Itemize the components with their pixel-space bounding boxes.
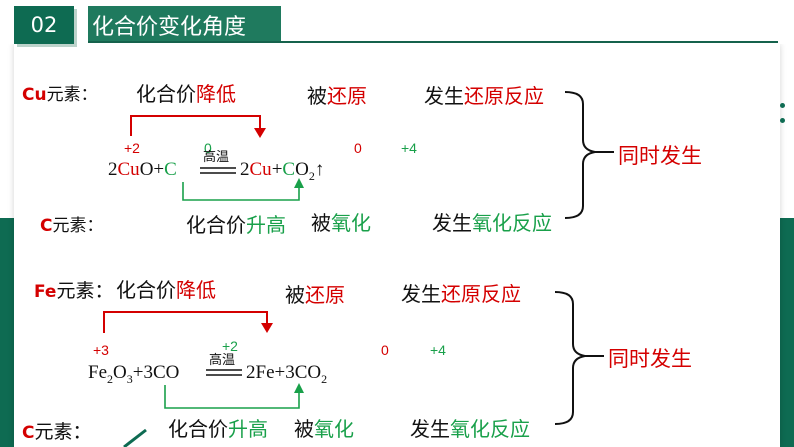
- ox-number-c2-before: +2: [222, 338, 238, 354]
- fe-reduced-text: 被还原: [285, 283, 345, 307]
- ox-number-fe-before: +3: [93, 342, 109, 358]
- simultaneous-label-1: 同时发生: [618, 144, 702, 168]
- c-oxidized-text: 被氧化: [311, 211, 371, 235]
- c-element-label: C元素：: [40, 216, 104, 236]
- chemical-equation-1-products: 2Cu+CO2↑: [240, 159, 325, 183]
- fe-valence-change: 化合价降低: [116, 278, 216, 302]
- c2-element-label: C元素：: [22, 421, 92, 443]
- simultaneous-label-2: 同时发生: [608, 347, 692, 371]
- cu-reaction-type: 发生还原反应: [424, 84, 544, 108]
- c-valence-change: 化合价升高: [186, 213, 286, 237]
- chemical-equation-2: Fe2O3+3CO: [88, 362, 180, 386]
- fe-element-label: Fe元素：: [34, 280, 114, 302]
- ox-number-fe-after: 0: [381, 342, 389, 358]
- content-panel: [14, 44, 780, 447]
- ox-number-c2-after: +4: [430, 342, 446, 358]
- section-number: 02: [30, 13, 58, 37]
- c2-valence-change: 化合价升高: [168, 417, 268, 441]
- ox-number-cu-after: 0: [354, 140, 362, 156]
- section-number-badge: 02: [14, 6, 74, 44]
- fe-reaction-type: 发生还原反应: [401, 282, 521, 306]
- c2-oxidized-text: 被氧化: [294, 417, 354, 441]
- section-title-box: 化合价变化角度: [88, 6, 281, 41]
- section-title: 化合价变化角度: [92, 15, 247, 40]
- c-reaction-type: 发生氧化反应: [432, 211, 552, 235]
- ox-number-cu-before: +2: [124, 140, 140, 156]
- chemical-equation-1: 2CuO+C: [108, 159, 177, 180]
- c2-reaction-type: 发生氧化反应: [410, 417, 530, 441]
- cu-element-label: Cu元素：: [22, 85, 98, 105]
- cu-valence-change: 化合价降低: [136, 82, 236, 106]
- ox-number-c-after: +4: [401, 140, 417, 156]
- ox-number-c-before: 0: [204, 140, 212, 156]
- reaction-condition-2: 高温: [209, 353, 236, 368]
- chemical-equation-2-products: 2Fe+3CO2: [246, 362, 328, 386]
- reaction-condition: 高温: [203, 150, 230, 165]
- header-underline: [88, 41, 778, 43]
- cu-reduced-text: 被还原: [307, 84, 367, 108]
